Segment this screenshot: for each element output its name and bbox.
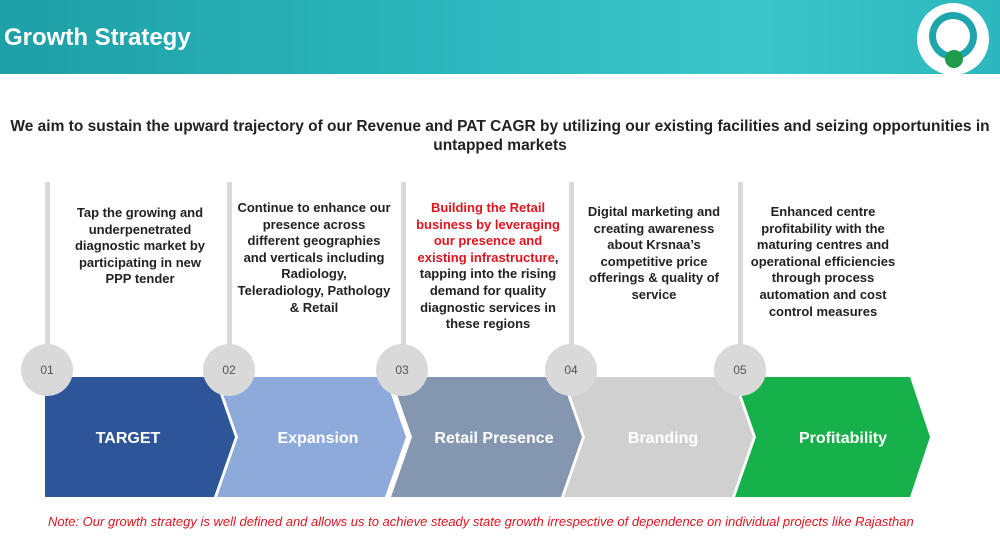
step-1-description: Tap the growing and underpenetrated diag…	[74, 205, 206, 287]
connector-line-3	[401, 182, 406, 344]
step-1-number: 01	[21, 344, 73, 396]
step-3-highlight: Building the Retail business by leveragi…	[416, 200, 560, 265]
step-1-arrow	[45, 377, 235, 497]
step-5-number: 05	[714, 344, 766, 396]
step-5-description: Enhanced centre profitability with the m…	[750, 204, 896, 319]
header-banner: Growth Strategy	[0, 0, 1000, 74]
step-4-number: 04	[545, 344, 597, 396]
step-5-arrow	[735, 377, 930, 497]
connector-line-1	[45, 182, 50, 344]
step-4-label: Branding	[628, 430, 698, 447]
step-2-description: Continue to enhance our presence across …	[237, 200, 391, 315]
connector-line-5	[738, 182, 743, 344]
intro-statement: We aim to sustain the upward trajectory …	[10, 118, 990, 154]
step-2-arrow	[217, 377, 406, 497]
step-3-number: 03	[376, 344, 428, 396]
footnote: Note: Our growth strategy is well define…	[48, 514, 914, 529]
step-4-description: Digital marketing and creating awareness…	[587, 204, 721, 302]
step-2-label: Expansion	[278, 430, 359, 447]
step-5-label: Profitability	[799, 430, 887, 447]
step-3-arrow	[391, 377, 582, 497]
page-title: Growth Strategy	[4, 24, 191, 51]
company-logo	[917, 3, 989, 75]
step-3-label: Retail Presence	[434, 430, 553, 447]
connector-line-2	[227, 182, 232, 344]
step-3-description: Building the Retail business by leveragi…	[416, 200, 560, 332]
step-1-label: TARGET	[96, 430, 161, 447]
step-4-arrow	[564, 377, 753, 497]
step-2-number: 02	[203, 344, 255, 396]
connector-line-4	[569, 182, 574, 344]
